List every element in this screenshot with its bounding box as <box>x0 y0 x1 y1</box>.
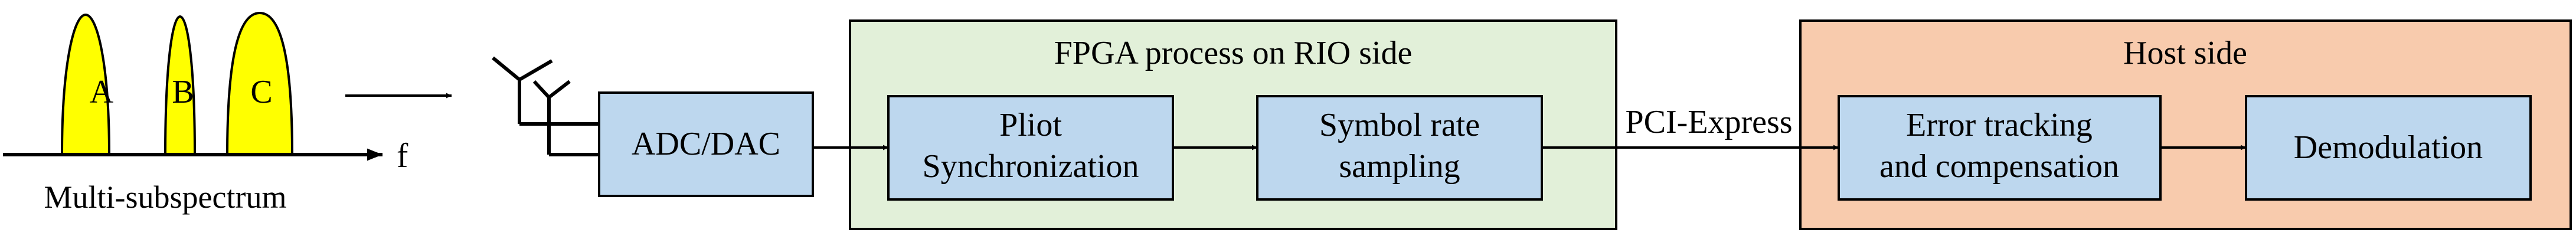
peak-c-shape <box>225 11 294 156</box>
symbol-rate-label-line2: sampling <box>1339 148 1460 185</box>
pilot-sync-label-line2: Synchronization <box>922 148 1139 185</box>
fpga-group-title: FPGA process on RIO side <box>1054 35 1413 71</box>
demodulation-label: Demodulation <box>2294 129 2483 166</box>
spectrum-graphic: A B C f Multi-subspectrum <box>3 11 408 215</box>
error-tracking-label-line2: and compensation <box>1879 148 2119 185</box>
pci-express-label: PCI-Express <box>1625 104 1792 140</box>
peak-c-label: C <box>250 74 272 110</box>
peak-a-shape <box>60 13 111 156</box>
peak-a-label: A <box>90 74 114 110</box>
error-tracking-label-line1: Error tracking <box>1906 107 2093 143</box>
adc-dac-label: ADC/DAC <box>632 126 780 162</box>
demodulation-block <box>2245 95 2532 201</box>
frequency-axis-label: f <box>397 136 408 175</box>
adc-dac-block <box>598 91 814 197</box>
spectrum-caption: Multi-subspectrum <box>44 179 287 215</box>
peak-b-shape <box>164 15 197 156</box>
peak-b-label: B <box>172 74 194 110</box>
host-group-title: Host side <box>2123 35 2247 71</box>
antenna-icon <box>492 56 599 156</box>
symbol-rate-label-line1: Symbol rate <box>1319 107 1480 143</box>
pilot-sync-label-line1: Pliot <box>999 107 1062 143</box>
